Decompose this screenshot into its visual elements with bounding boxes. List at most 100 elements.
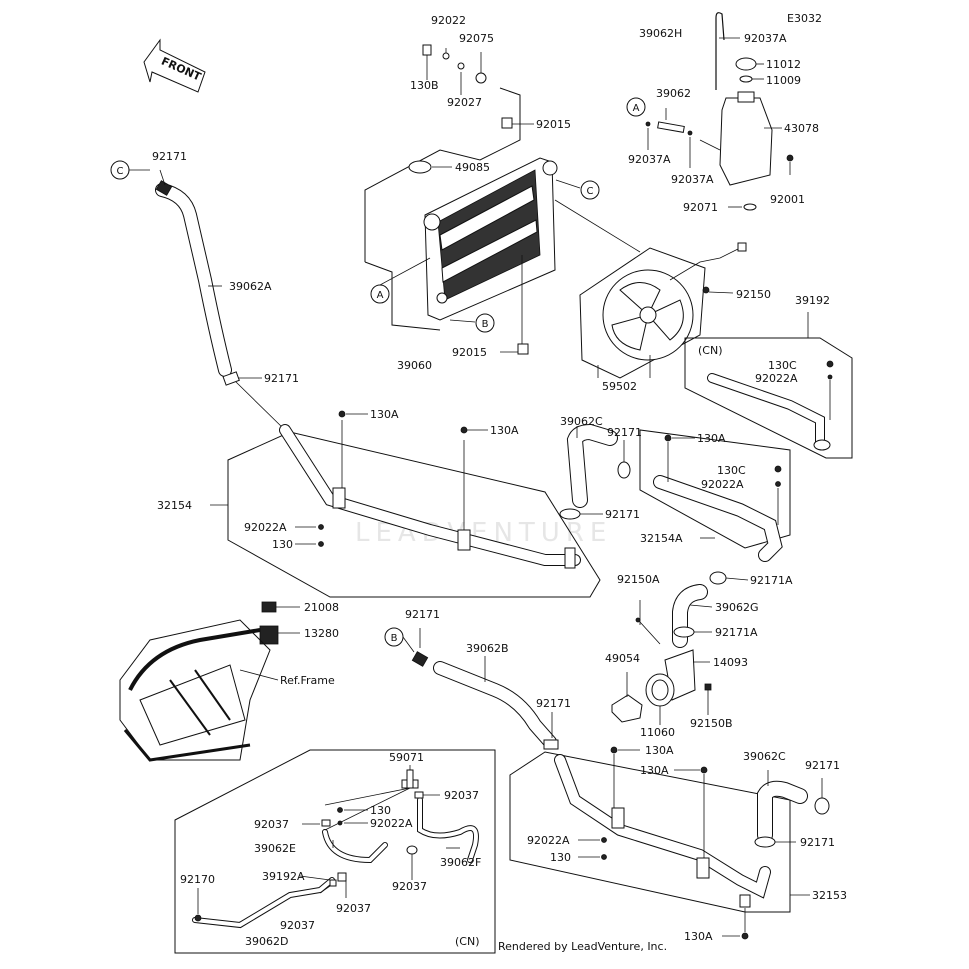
part-label: 39062G	[715, 601, 759, 614]
part-label: 130A	[490, 424, 519, 437]
part-label: 11009	[766, 74, 801, 87]
part-label: 39062C	[743, 750, 786, 763]
part-label: 92037	[254, 818, 289, 831]
part-label: 130A	[640, 764, 669, 777]
hose-39062c-upper	[559, 423, 631, 520]
pipe-32154a-group	[639, 429, 791, 585]
part-label: 39062E	[254, 842, 296, 855]
svg-text:C: C	[117, 166, 124, 177]
part-label: 14093	[713, 656, 748, 669]
svg-text:C: C	[587, 186, 594, 197]
cn-label-lower: (CN)	[455, 935, 480, 948]
part-label: 92037A	[744, 32, 787, 45]
part-label: 39062A	[229, 280, 272, 293]
svg-text:B: B	[482, 319, 489, 330]
cn-label-upper: (CN)	[698, 344, 723, 357]
frame-group	[119, 601, 300, 762]
callout-c-top-left: C	[110, 160, 130, 180]
reservoir-tank-group	[645, 12, 794, 211]
part-label: 130A	[697, 432, 726, 445]
thermostat-group	[611, 584, 713, 725]
part-label: 92037	[280, 919, 315, 932]
callout-b-radiator: B	[475, 313, 495, 333]
part-label: 39062C	[560, 415, 603, 428]
part-label: 21008	[304, 601, 339, 614]
hose-39062a	[129, 169, 286, 431]
part-label: 92037	[444, 789, 479, 802]
part-label: 39062F	[440, 856, 481, 869]
part-label: 13280	[304, 627, 339, 640]
cn-box-lower	[174, 749, 496, 954]
part-label: 49085	[455, 161, 490, 174]
part-label: 92022A	[527, 834, 570, 847]
radiator-group	[364, 44, 641, 355]
part-label: 39192	[795, 294, 830, 307]
part-label: 130B	[410, 79, 439, 92]
part-label: 92150A	[617, 573, 660, 586]
part-label: 130A	[684, 930, 713, 943]
part-label: 43078	[784, 122, 819, 135]
part-label: 92171	[536, 697, 571, 710]
part-label: 11060	[640, 726, 675, 739]
part-label: 92171	[152, 150, 187, 163]
part-label: 39060	[397, 359, 432, 372]
part-label: 59071	[389, 751, 424, 764]
callout-a-radiator: A	[370, 284, 390, 304]
part-label: 92171	[264, 372, 299, 385]
pipe-32153-group	[509, 746, 810, 940]
part-label: 92015	[452, 346, 487, 359]
part-label: 92171A	[750, 574, 793, 587]
svg-text:A: A	[633, 103, 640, 114]
part-label: 92022	[431, 14, 466, 27]
part-label: 32154	[157, 499, 192, 512]
pipe-32154-group	[210, 410, 601, 598]
part-label: 92022A	[701, 478, 744, 491]
part-label: 92015	[536, 118, 571, 131]
part-label: 39062B	[466, 642, 509, 655]
part-label: 92037A	[671, 173, 714, 186]
part-label: 92037A	[628, 153, 671, 166]
part-label: 92037	[392, 880, 427, 893]
part-label: 32154A	[640, 532, 683, 545]
part-label: 130A	[370, 408, 399, 421]
part-label: 130C	[768, 359, 797, 372]
diagram-code: E3032	[787, 12, 822, 25]
hose-39062b	[402, 628, 559, 750]
part-label: 39192A	[262, 870, 305, 883]
part-label: 92171	[800, 836, 835, 849]
part-label: 39062H	[639, 27, 682, 40]
part-label: 92150	[736, 288, 771, 301]
part-label: 92071	[683, 201, 718, 214]
part-label: 39062D	[245, 935, 288, 948]
part-label: 130	[550, 851, 571, 864]
part-label: 92171	[605, 508, 640, 521]
part-label: 92170	[180, 873, 215, 886]
part-label: 92022A	[755, 372, 798, 385]
part-label: 130	[272, 538, 293, 551]
part-label: 92171	[607, 426, 642, 439]
part-label: 92027	[447, 96, 482, 109]
callout-c-radiator: C	[580, 180, 600, 200]
callout-b-lower: B	[384, 627, 404, 647]
part-label: 92171A	[715, 626, 758, 639]
cn-box-39192	[684, 312, 853, 459]
ref-frame-label: Ref.Frame	[280, 674, 335, 687]
part-label: 49054	[605, 652, 640, 665]
hose-39062c-lower	[754, 770, 830, 848]
callout-a-tank: A	[626, 97, 646, 117]
part-label: 130	[370, 804, 391, 817]
part-label: 92075	[459, 32, 494, 45]
part-labels: 92022 92075 130B 92027 92015 49085 39060…	[152, 14, 847, 948]
part-label: 92171	[405, 608, 440, 621]
part-label: 92037	[336, 902, 371, 915]
part-label: 32153	[812, 889, 847, 902]
part-label: 92022A	[244, 521, 287, 534]
part-label: 39062	[656, 87, 691, 100]
part-label: 92171	[805, 759, 840, 772]
part-label: 130C	[717, 464, 746, 477]
front-arrow-icon: FRONT	[143, 38, 206, 93]
footer-credit: Rendered by LeadVenture, Inc.	[498, 940, 668, 953]
part-label: 92022A	[370, 817, 413, 830]
part-label: 130A	[645, 744, 674, 757]
